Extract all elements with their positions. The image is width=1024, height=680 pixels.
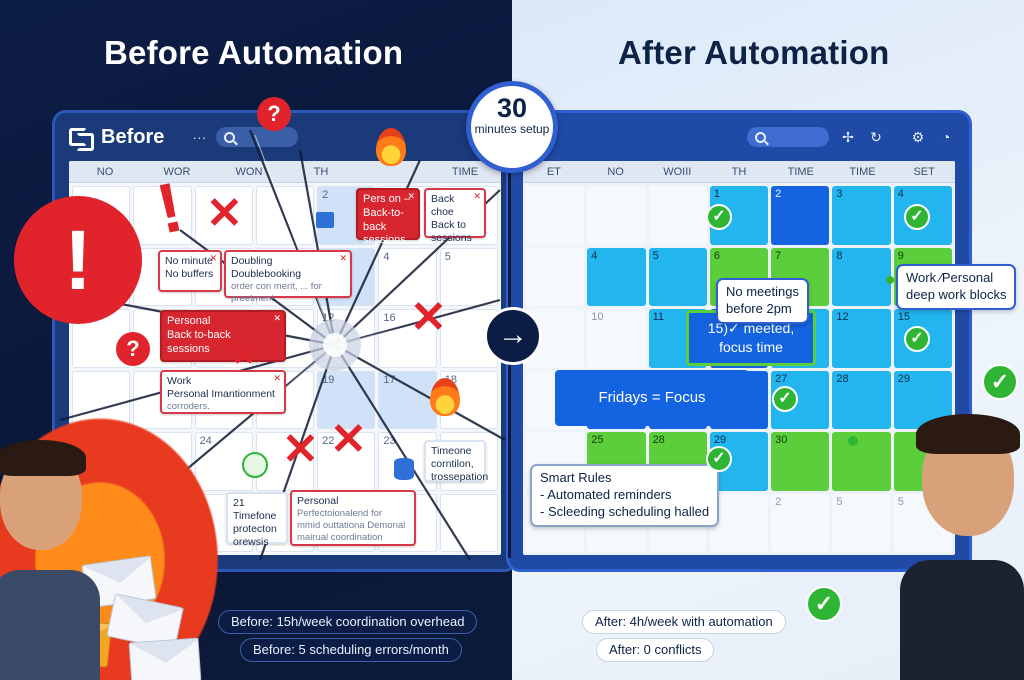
day-label: TH	[313, 166, 329, 178]
calendar-day-cell[interactable]: 3	[832, 186, 891, 245]
question-icon: ?	[116, 332, 150, 366]
email-icon	[128, 637, 202, 680]
app-logo-icon	[69, 126, 94, 151]
calendar-day-cell[interactable]: 30	[771, 432, 830, 491]
error-x-icon: ✕	[282, 425, 319, 474]
error-x-icon: ✕	[330, 415, 367, 464]
day-label: TH	[731, 166, 747, 178]
event-card[interactable]: ✕ Doubling Doublebooking order con merit…	[224, 250, 352, 304]
close-icon[interactable]: ✕	[273, 373, 281, 383]
calendar-day-cell[interactable]: 5	[439, 247, 498, 306]
calendar-day-cell[interactable]: 5	[648, 247, 707, 306]
calendar-day-cell[interactable]	[526, 186, 585, 245]
event-card[interactable]: ✕ Pers on – Back-to-back sessions	[356, 188, 420, 246]
error-x-icon: ✕	[410, 293, 447, 342]
smart-rules-callout: Smart Rules - Automated reminders - Scle…	[530, 464, 720, 527]
calendar-day-cell[interactable]: 10	[587, 309, 646, 368]
no-meetings-callout: No meetings before 2pm	[716, 278, 809, 324]
event-card[interactable]: ✕ Personal Back to-back sessions	[160, 310, 286, 362]
setup-time-badge: 30 minutes setup	[466, 81, 558, 173]
day-label: ET	[546, 166, 561, 178]
refresh-icon[interactable]: ↻	[870, 128, 882, 145]
calendar-day-cell[interactable]	[709, 493, 769, 552]
fire-icon	[430, 378, 460, 416]
calendar-day-cell[interactable]: 29	[709, 432, 769, 491]
connector-dot	[886, 276, 894, 284]
error-x-icon: ✕	[232, 340, 256, 371]
stressed-person	[0, 440, 100, 680]
day-label: TIME	[787, 166, 814, 178]
calendar-day-cell[interactable]	[526, 247, 585, 306]
calendar-day-cell[interactable]: 2	[771, 186, 830, 245]
alert-icon: !	[14, 196, 142, 324]
calendar-day-cell[interactable]	[255, 186, 315, 245]
close-icon[interactable]: ✕	[339, 253, 347, 263]
calendar-day-cell[interactable]: 4	[587, 247, 646, 306]
calendar-day-cell[interactable]: 17	[378, 370, 437, 429]
calendar-day-cell[interactable]	[587, 186, 646, 245]
relieved-person	[900, 410, 1024, 680]
check-icon: ✓	[904, 326, 930, 352]
close-icon[interactable]: ✕	[273, 313, 281, 323]
calendar-day-cell[interactable]: 12	[832, 309, 891, 368]
day-label: SET	[913, 166, 935, 178]
after-day-header: ET NO WOIII TH TIME TIME SET	[523, 161, 955, 183]
before-headline: Before Automation	[104, 34, 404, 71]
calendar-day-cell[interactable]: 5	[832, 493, 891, 552]
after-titlebar: ✢ ↻ ⚙ ◔	[509, 113, 969, 161]
close-icon[interactable]: ✕	[209, 253, 217, 263]
search-field[interactable]	[747, 127, 829, 147]
more-menu-icon[interactable]: ···	[192, 129, 207, 145]
calendar-day-cell[interactable]: 2	[771, 493, 830, 552]
day-label: TIME	[849, 166, 876, 178]
day-label: NO	[96, 166, 114, 178]
check-icon: ✓	[772, 386, 798, 412]
calendar-day-cell[interactable]	[439, 493, 498, 552]
after-time-stat: After: 4h/week with automation	[582, 610, 786, 634]
close-icon[interactable]: ✕	[473, 191, 481, 201]
before-overhead-stat: Before: 15h/week coordination overhead	[218, 610, 478, 634]
search-field[interactable]	[216, 127, 299, 147]
transition-arrow-icon: →	[484, 307, 542, 365]
calendar-day-cell[interactable]: 8	[832, 247, 891, 306]
check-icon: ✓	[982, 364, 1018, 400]
status-icon[interactable]: ◔	[941, 129, 951, 145]
calendar-day-cell[interactable]: 28	[832, 370, 891, 429]
before-day-header: NO WOR WON TH TIME	[69, 161, 501, 183]
calendar-day-cell[interactable]: 12	[317, 309, 376, 368]
building-icon	[316, 212, 334, 228]
connector-dot	[848, 436, 858, 446]
day-label: TIME	[451, 166, 479, 178]
before-errors-stat: Before: 5 scheduling errors/month	[240, 638, 462, 662]
after-conflicts-stat: After: 0 conflicts	[596, 638, 715, 662]
check-icon: ✓	[706, 446, 732, 472]
day-label: WOR	[163, 166, 191, 178]
check-icon: ✓	[806, 586, 842, 622]
day-label: NO	[607, 166, 624, 178]
error-x-icon: ✕	[206, 189, 243, 238]
event-card[interactable]: Timeone corntilon, trossepation	[424, 440, 488, 483]
day-label: WON	[235, 166, 263, 178]
day-label: WOIII	[663, 166, 692, 178]
fire-icon	[376, 128, 406, 166]
before-window-title: Before	[101, 125, 165, 148]
calendar-day-cell[interactable]	[648, 186, 707, 245]
add-icon[interactable]: ✢	[842, 128, 854, 145]
close-icon[interactable]: ✕	[407, 191, 415, 201]
question-icon: ?	[257, 97, 291, 131]
event-card[interactable]: ✕ Back choe Back to sessions	[424, 188, 486, 244]
database-icon	[394, 458, 414, 480]
event-card[interactable]: Personal Perfectoionalend for mmid outta…	[290, 490, 416, 546]
event-card[interactable]: ✕ No minute No buffers	[158, 250, 222, 292]
search-icon	[224, 131, 236, 143]
check-icon: ✓	[904, 204, 930, 230]
calendar-day-cell[interactable]	[832, 432, 891, 491]
settings-icon[interactable]: ⚙	[911, 128, 925, 145]
search-icon	[755, 131, 766, 143]
deep-work-callout: Work ⁄Personal deep work blocks	[896, 264, 1017, 310]
after-headline: After Automation	[618, 34, 890, 71]
fridays-focus-block[interactable]: Fridays = Focus	[555, 370, 749, 426]
check-icon: ✓	[706, 204, 732, 230]
